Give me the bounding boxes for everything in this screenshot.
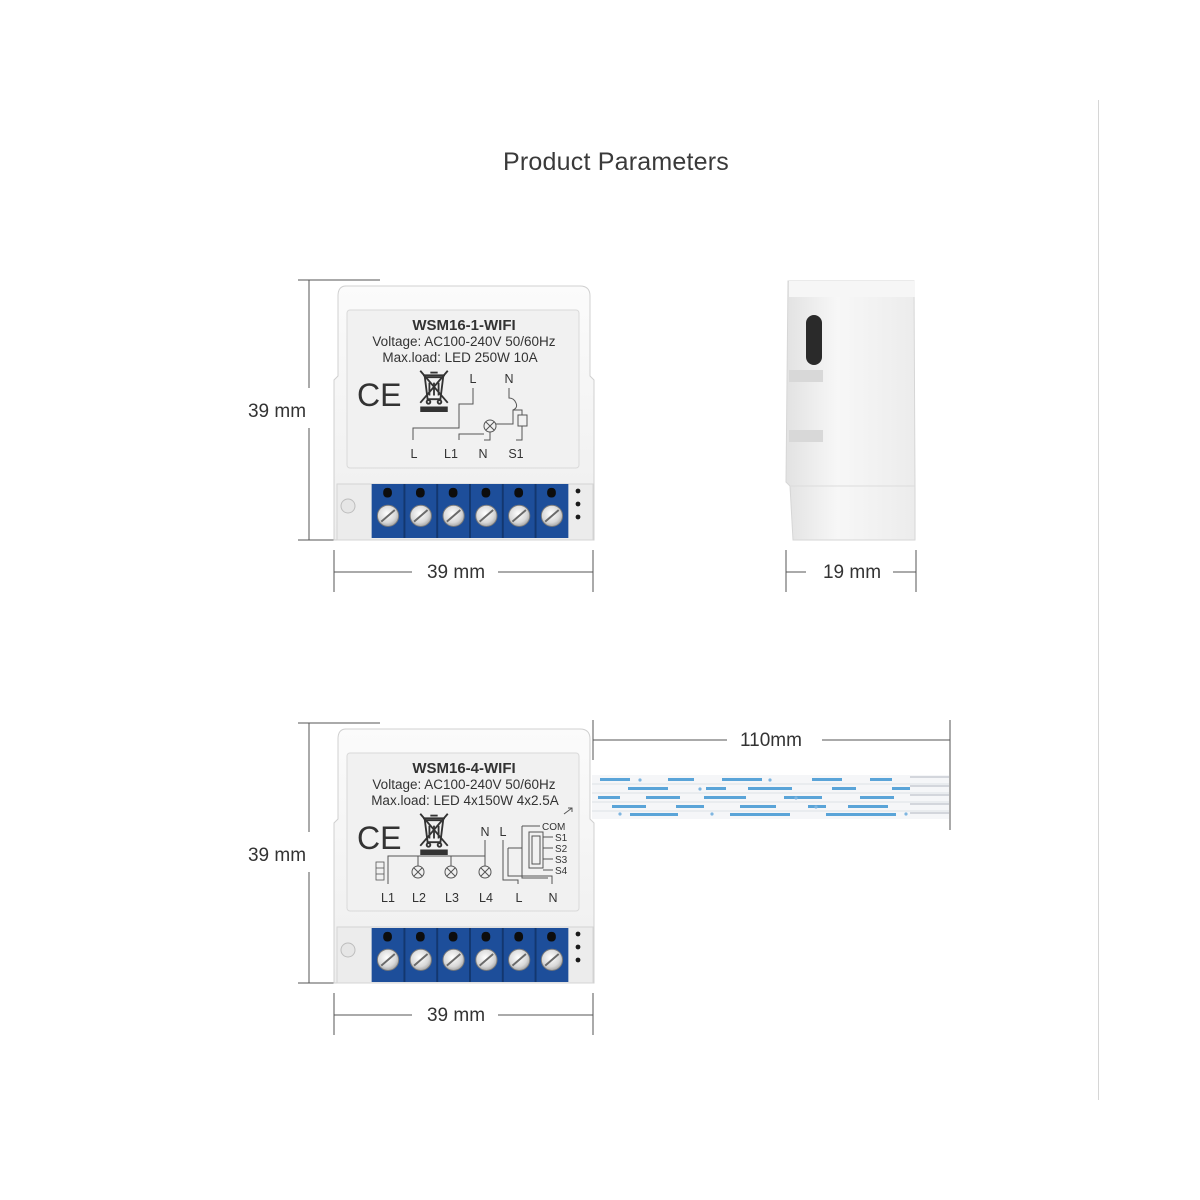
- m4-bottom-terminal: L: [516, 891, 523, 905]
- m1-bottom-terminal: N: [478, 447, 487, 461]
- m4-voltage: Voltage: AC100-240V 50/60Hz: [372, 777, 555, 792]
- cable-length-label: 110mm: [740, 730, 802, 751]
- m1-bottom-terminal: L1: [444, 447, 458, 461]
- side-depth-dimension: 19 mm: [785, 550, 917, 592]
- module-1: 39 mm 39 mm WSM16-1-WIFI Voltage: AC100-…: [248, 279, 595, 592]
- m1-model: WSM16-1-WIFI: [412, 317, 515, 334]
- side-view: 19 mm: [785, 280, 917, 592]
- m4-bottom-terminal: L3: [445, 891, 459, 905]
- m1-label-panel: [346, 309, 580, 469]
- m1-mount-hole: [340, 498, 356, 514]
- module-4: 39 mm 39 mm: [248, 720, 951, 1035]
- m4-bottom-terminal: L4: [479, 891, 493, 905]
- m4-ce-mark: CE: [357, 820, 401, 856]
- m4-width-label: 39 mm: [427, 1005, 485, 1026]
- side-housing: [785, 280, 916, 541]
- m4-top-terminal: L: [500, 825, 507, 839]
- m4-bottom-terminal: N: [548, 891, 557, 905]
- side-led-slot: [806, 315, 822, 365]
- m1-wiring-diagram: L N L L1 N S1: [411, 372, 528, 461]
- m4-mount-hole: [340, 942, 356, 958]
- m1-voltage: Voltage: AC100-240V 50/60Hz: [372, 334, 555, 349]
- m4-switch-label: S2: [555, 844, 568, 855]
- m4-wiring-diagram: N L COM S1 S2 S3 S4 L1 L2: [375, 807, 573, 905]
- m1-led-dots: [575, 488, 581, 520]
- m4-switch-label: COM: [542, 822, 565, 833]
- m4-terminal-block: [370, 928, 570, 982]
- cable-length-dimension: 110mm: [592, 720, 951, 830]
- m4-width-dimension: 39 mm: [333, 993, 594, 1035]
- m1-max-load: Max.load: LED 250W 10A: [382, 350, 537, 365]
- m4-switch-label: S4: [555, 866, 568, 877]
- m4-switch-label: S3: [555, 855, 568, 866]
- m4-bottom-terminal: L1: [381, 891, 395, 905]
- m1-bottom-terminal: S1: [508, 447, 523, 461]
- m4-led-dots: [575, 931, 581, 963]
- m1-ce-mark: CE: [357, 377, 401, 413]
- m1-width-label: 39 mm: [427, 562, 485, 583]
- m4-model: WSM16-4-WIFI: [412, 760, 515, 777]
- m1-bottom-terminal: L: [411, 447, 418, 461]
- page-title: Product Parameters: [503, 148, 729, 176]
- m1-top-terminal: N: [504, 372, 513, 386]
- m4-top-terminal: N: [480, 825, 489, 839]
- m4-height-dimension: 39 mm: [248, 722, 380, 984]
- m4-max-load: Max.load: LED 4x150W 4x2.5A: [371, 793, 559, 808]
- m1-width-dimension: 39 mm: [333, 550, 594, 592]
- m4-cable-bundle: [592, 775, 949, 819]
- m4-height-label: 39 mm: [248, 845, 306, 866]
- side-depth-label: 19 mm: [823, 562, 881, 583]
- m4-bottom-terminal: L2: [412, 891, 426, 905]
- m1-top-terminal: L: [470, 372, 477, 386]
- m4-label-panel: [346, 752, 580, 912]
- m1-terminal-block: [370, 484, 570, 538]
- m4-switch-label: S1: [555, 833, 568, 844]
- m1-height-label: 39 mm: [248, 401, 306, 422]
